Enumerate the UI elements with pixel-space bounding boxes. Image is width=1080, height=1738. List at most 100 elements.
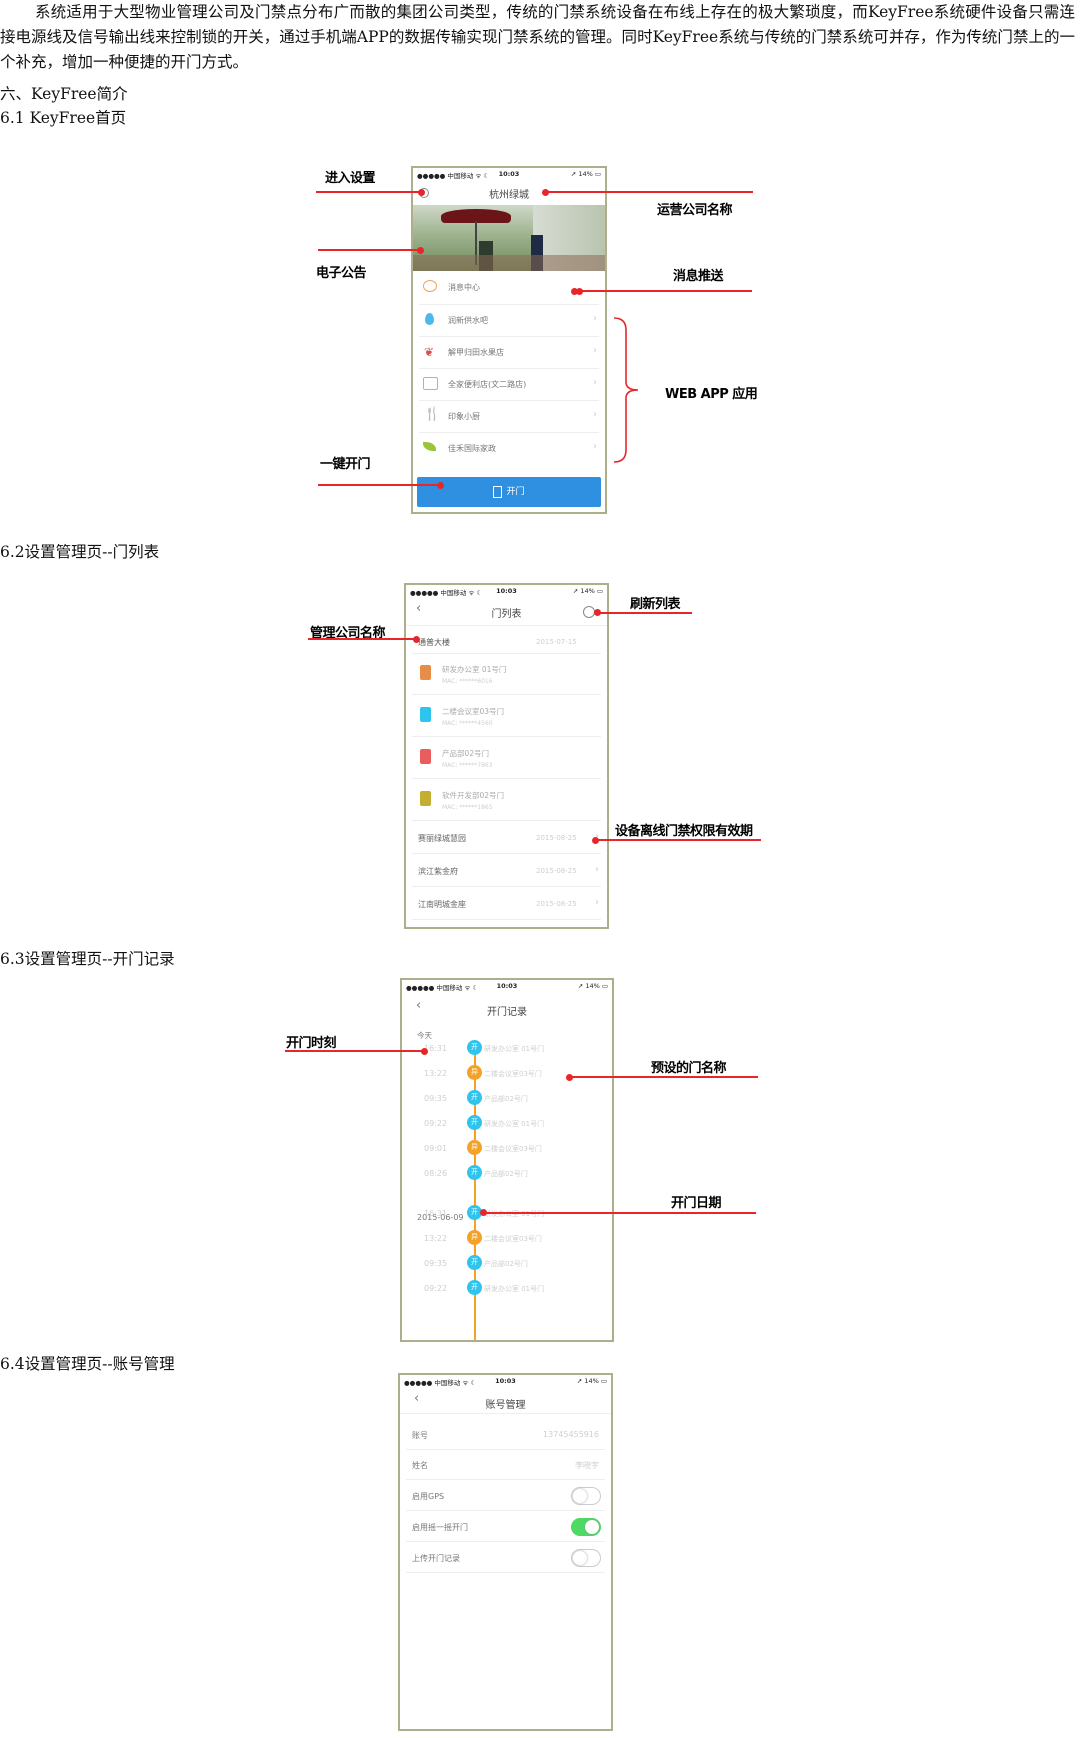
- record-door: 产品部02号门: [484, 1095, 528, 1103]
- section-6-2-heading: 6.2设置管理页--门列表: [0, 543, 160, 561]
- group-name: 滨江紫金府: [418, 867, 458, 876]
- records-title: 开门记录: [487, 1007, 527, 1018]
- open-door-button[interactable]: 开门: [417, 477, 601, 507]
- callout-open-time: 开门时刻: [286, 1036, 337, 1051]
- record-time: 09:22: [424, 1284, 448, 1293]
- record-tag: 开: [467, 1115, 482, 1130]
- record-tag: 异: [467, 1140, 482, 1155]
- cherry-icon: ❦: [424, 345, 435, 359]
- bracket: [613, 317, 639, 463]
- chevron-right-icon: ›: [593, 313, 597, 324]
- back-icon[interactable]: ‹: [416, 998, 422, 1013]
- toggle-label: 启用摇一摇开门: [412, 1523, 468, 1532]
- record-row: 09:01 异二楼会议室03号门: [402, 1140, 612, 1160]
- record-time: 13:22: [424, 1234, 448, 1243]
- door-mac: MAC: ******4560: [442, 720, 493, 727]
- door-icon: [420, 749, 431, 764]
- record-time: 09:01: [424, 1144, 448, 1153]
- door-row[interactable]: 研发办公室 01号门 MAC: ******6016: [406, 653, 607, 695]
- record-tag: 异: [467, 1065, 482, 1080]
- record-time: 08:26: [424, 1169, 448, 1178]
- back-icon[interactable]: ‹: [414, 1391, 420, 1406]
- webapp-item[interactable]: ❦ 解甲归田水果店 ›: [424, 345, 597, 359]
- account-row: 姓名李晓宇: [400, 1450, 611, 1480]
- door-row[interactable]: 产品部02号门 MAC: ******7863: [406, 737, 607, 779]
- door-icon: [420, 707, 431, 722]
- group-name: 江南明城金座: [418, 900, 466, 909]
- callout-company: 运营公司名称: [657, 203, 733, 218]
- record-tag: 异: [467, 1230, 482, 1245]
- chevron-right-icon: ›: [593, 409, 597, 420]
- status-bar: ●●●●● 中国移动 ᯤ ☾ 10:03 ➚ 14% ▭: [406, 982, 608, 992]
- webapp-item[interactable]: 润新供水吧 ›: [413, 304, 605, 336]
- toggle-row: 启用摇一摇开门: [400, 1511, 611, 1542]
- account-label: 账号: [412, 1431, 428, 1440]
- intro-paragraph: 系统适用于大型物业管理公司及门禁点分布广而散的集团公司类型，传统的门禁系统设备在…: [0, 3, 1075, 71]
- chevron-right-icon: ›: [595, 864, 599, 875]
- door-name: 软件开发部02号门: [442, 791, 505, 800]
- chevron-right-icon: ›: [593, 345, 597, 356]
- toggle-switch[interactable]: [571, 1549, 601, 1567]
- record-door: 二楼会议室03号门: [484, 1070, 542, 1078]
- status-bar: ●●●●● 中国移动 ᯤ ☾ 10:03 ➚ 14% ▭: [410, 587, 603, 597]
- toggle-switch[interactable]: [571, 1518, 601, 1536]
- callout-open-date: 开门日期: [671, 1196, 722, 1211]
- door-mac: MAC: ******1865: [442, 804, 493, 811]
- water-drop-icon: [425, 313, 434, 325]
- door-row[interactable]: 软件开发部02号门 MAC: ******1865: [406, 779, 607, 821]
- door-name: 研发办公室 01号门: [442, 665, 507, 674]
- account-value: 李晓宇: [575, 1461, 599, 1470]
- group-name: 通普大楼: [418, 638, 450, 647]
- account-value: 13745455916: [543, 1430, 599, 1439]
- callout-push: 消息推送: [673, 269, 724, 284]
- record-door: 研发办公室 01号门: [484, 1120, 545, 1128]
- door-name: 产品部02号门: [442, 749, 490, 758]
- toggle-label: 启用GPS: [412, 1492, 445, 1501]
- store-icon: [423, 377, 438, 390]
- record-door: 研发办公室 01号门: [484, 1210, 545, 1218]
- chat-icon: [423, 280, 437, 292]
- timeline: [474, 1042, 476, 1340]
- back-icon[interactable]: ‹: [416, 601, 422, 616]
- webapp-item[interactable]: 佳禾国际家政 ›: [413, 432, 605, 464]
- webapp-item[interactable]: 全家便利店(文二路店) ›: [413, 368, 605, 400]
- toggle-switch[interactable]: [571, 1487, 601, 1505]
- notice-banner-image[interactable]: [413, 205, 605, 271]
- callout-manage-company: 管理公司名称: [310, 626, 386, 641]
- door-mac: MAC: ******6016: [442, 678, 493, 685]
- door-mac: MAC: ******7863: [442, 762, 493, 769]
- toggle-row: 上传开门记录: [400, 1542, 611, 1573]
- callout-notice: 电子公告: [316, 266, 367, 281]
- record-time: 09:35: [424, 1094, 448, 1103]
- callout-onekey: 一键开门: [320, 457, 371, 472]
- record-door: 产品部02号门: [484, 1260, 528, 1268]
- record-door: 二楼会议室03号门: [484, 1145, 542, 1153]
- record-tag: 开: [467, 1040, 482, 1055]
- home-screenshot: ●●●●● 中国移动 ᯤ ☾ 10:03 ➚ 14% ▭ 杭州绿城 消息中心 润…: [411, 166, 607, 514]
- section-6-1-heading: 6.1 KeyFree首页: [0, 109, 127, 127]
- toggle-row: 启用GPS: [400, 1480, 611, 1511]
- group-date: 2015-08-25: [536, 834, 577, 842]
- record-tag: 开: [467, 1090, 482, 1105]
- group-date: 2015-07-15: [536, 638, 577, 646]
- record-time: 16:31: [424, 1209, 448, 1218]
- leaf-icon: [423, 442, 436, 451]
- record-row: 13:22 异二楼会议室03号门: [402, 1230, 612, 1250]
- record-tag: 开: [467, 1205, 482, 1220]
- message-center-row[interactable]: 消息中心: [413, 271, 605, 304]
- webapp-item[interactable]: 🍴 印象小厨 ›: [424, 407, 597, 422]
- callout-offline: 设备离线门禁权限有效期: [615, 824, 753, 839]
- record-time: 09:35: [424, 1259, 448, 1268]
- record-door: 二楼会议室03号门: [484, 1235, 542, 1243]
- door-list-screenshot: ●●●●● 中国移动 ᯤ ☾ 10:03 ➚ 14% ▭ ‹ 门列表 通普大楼 …: [404, 583, 609, 929]
- record-time: 16:31: [424, 1044, 448, 1053]
